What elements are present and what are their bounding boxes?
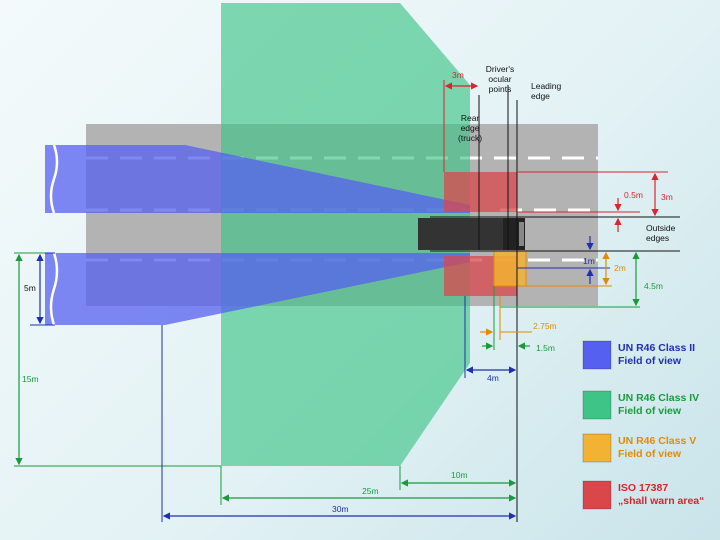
dim-25m-label: 25m bbox=[362, 486, 379, 496]
legend-swatch-class-iv bbox=[582, 390, 612, 420]
rear-edge-label: Rear edge (truck) bbox=[458, 113, 483, 143]
dim-2m-label: 2m bbox=[614, 263, 626, 273]
dim-3m-top-label: 3m bbox=[452, 70, 464, 80]
legend-swatch-class-ii bbox=[582, 340, 612, 370]
truck-windshield bbox=[519, 222, 524, 246]
dim-1m-label: 1m bbox=[583, 256, 595, 266]
dim-4-5m-label: 4.5m bbox=[644, 281, 663, 291]
drivers-ocular-label: Driver's ocular points bbox=[485, 64, 515, 94]
dim-2-75m-label: 2.75m bbox=[533, 321, 557, 331]
legend-swatch-iso bbox=[582, 480, 612, 510]
class-iv-field bbox=[221, 3, 470, 466]
dim-15m-label: 15m bbox=[22, 374, 39, 384]
break-line-top bbox=[49, 144, 59, 214]
dim-4m-label: 4m bbox=[487, 373, 499, 383]
legend-swatch-class-v bbox=[582, 433, 612, 463]
class-ii-field-left bbox=[45, 145, 470, 213]
legend-iso: ISO 17387„shall warn area“ bbox=[618, 482, 705, 507]
dim-3m-right-label: 3m bbox=[661, 192, 673, 202]
outside-edges-label: Outside edges bbox=[646, 223, 676, 243]
class-ii-field-right bbox=[45, 253, 470, 325]
break-line-bottom bbox=[49, 252, 59, 326]
leading-edge-label: Leading edge bbox=[531, 81, 562, 101]
dim-10m-label: 10m bbox=[451, 470, 468, 480]
dim-5m-label: 5m bbox=[24, 283, 36, 293]
iso-warn-area-left bbox=[444, 172, 517, 212]
truck-body bbox=[418, 218, 510, 250]
dim-30m-label: 30m bbox=[332, 504, 349, 514]
dim-0-5m-label: 0.5m bbox=[624, 190, 643, 200]
dim-1-5m-label: 1.5m bbox=[536, 343, 555, 353]
